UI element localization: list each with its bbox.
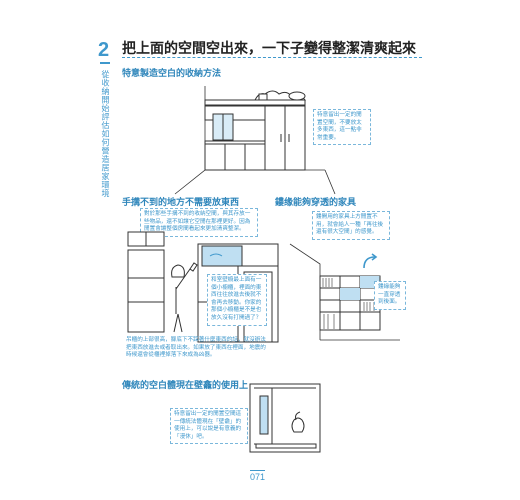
note-hanging-cabinet: 吊櫃的上部很高，腳底下不踩著什麼東西的話，就沒辦法把東西放進去或者取出來。如果放… [126, 337, 266, 359]
chapter-number: 2 [98, 39, 110, 61]
title-dashed-rule [122, 57, 422, 58]
section-heading-storage: 特意製造空白的收納方法 [122, 69, 222, 79]
callout-small-cabinet: 和室壁櫥最上面有一個小櫥櫃，裡面的東西往往放進去後就不會再去移動。你家的那個小櫥… [207, 274, 267, 326]
page-title: 把上面的空間空出來，一下子變得整潔清爽起來 [122, 41, 416, 57]
callout-unreachable-space: 對於那些手搆不到的收納空間，與其存放一些物品，還不如讓它空閒在那裡更好。因為閒置… [140, 208, 258, 237]
callout-seethrough-side: 鏤緣能夠一直穿透到後面。 [374, 281, 406, 310]
section-heading-reach: 手搆不到的地方不需要放東西 [122, 198, 240, 208]
page-number: 071 [250, 470, 266, 482]
section-heading-alcove: 傳統的空白體現在壁龕的使用上 [122, 381, 249, 391]
callout-storage-space: 特意留出一定的閒置空間，不要放太多東西，這一點非常重要。 [313, 109, 371, 146]
chapter-divider [100, 62, 110, 64]
illustration-room-cabinets [175, 86, 335, 196]
curved-arrow-icon [363, 253, 378, 269]
callout-alcove: 特意留出一定的閒置空間這一傳統法體現在「壁龕」的使用上，可以說是有意義的「漫休」… [170, 408, 248, 445]
chapter-side-title: 從收納開始評估如何營造居家環境 [101, 70, 110, 198]
illustration-alcove [250, 384, 330, 456]
callout-seethrough-top: 鏤開用的家具上方閒置不用，就會給人一種「再往後還有很大空間」的感覺。 [312, 211, 390, 240]
section-heading-seethrough: 鏤缘能夠穿透的家具 [275, 198, 357, 208]
